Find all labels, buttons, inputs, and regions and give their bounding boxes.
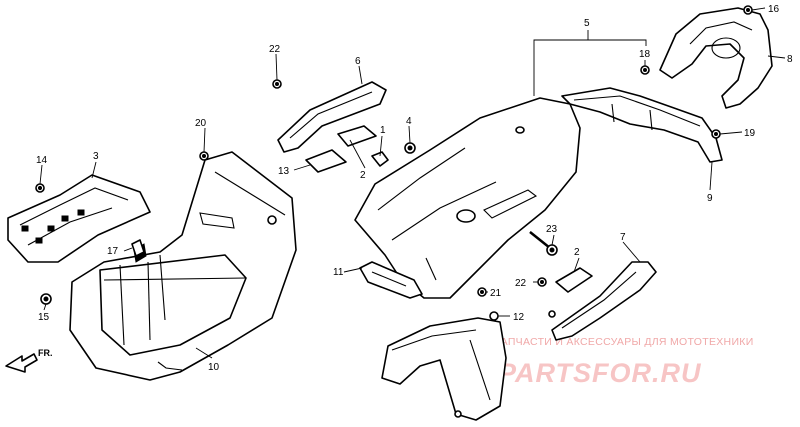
callout-12: 12	[513, 312, 525, 323]
callout-1: 1	[380, 125, 386, 136]
part-13-pad	[305, 149, 347, 173]
part-2-pad-upper	[337, 125, 377, 147]
callout-21: 21	[490, 288, 502, 299]
callout-11: 11	[333, 267, 344, 278]
callout-5: 5	[584, 18, 590, 29]
part-4-grommet	[404, 142, 416, 154]
callout-13: 13	[278, 166, 290, 177]
callout-10: 10	[208, 362, 220, 373]
direction-label: FR.	[38, 348, 53, 358]
watermark-brand: PARTSFOR.RU	[498, 358, 702, 388]
callout-19: 19	[744, 128, 756, 139]
callout-20: 20	[195, 118, 207, 129]
callout-22: 22	[269, 44, 281, 55]
part-6-trim	[277, 81, 387, 153]
watermark-caption: ЗАПЧАСТИ И АКСЕССУАРЫ ДЛЯ МОТОТЕХНИКИ	[494, 336, 754, 348]
callout-6: 6	[355, 56, 361, 67]
part-9-rear-frame	[561, 87, 723, 163]
callouts: 22 6 20 13 1 2 4 14 3 17 15 10 11 5 18 1…	[36, 4, 793, 373]
callout-14: 14	[36, 155, 48, 166]
part-19-nut	[711, 129, 721, 139]
watermark: ЗАПЧАСТИ И АКСЕССУАРЫ ДЛЯ МОТОТЕХНИКИ PA…	[494, 336, 754, 388]
part-7-trim	[548, 261, 657, 341]
part-8-tail-cowl	[659, 7, 773, 109]
callout-7: 7	[620, 232, 626, 243]
part-1-clip	[371, 151, 389, 167]
callout-9: 9	[707, 193, 713, 204]
part-12-rear-bracket	[381, 311, 507, 421]
part-22-clip	[272, 79, 282, 89]
part-5-cowl	[354, 97, 581, 299]
part-22-clip-lower	[537, 277, 547, 287]
part-18-clip	[640, 65, 650, 75]
callout-2-lower: 2	[574, 247, 580, 258]
part-2-pad-lower	[555, 267, 593, 293]
part-20-nut	[199, 151, 209, 161]
part-23-bolt	[529, 231, 558, 256]
front-direction-arrow-icon: FR.	[5, 348, 53, 373]
part-21-nut	[477, 287, 487, 297]
part-10-lower-cover	[69, 151, 297, 381]
callout-3: 3	[93, 151, 99, 162]
part-11-bracket	[359, 261, 423, 299]
callout-23: 23	[546, 224, 558, 235]
part-14-screw	[35, 183, 45, 193]
part-15-bolt	[40, 293, 52, 305]
callout-17: 17	[107, 246, 119, 257]
callout-16: 16	[768, 4, 780, 15]
callout-8: 8	[787, 54, 793, 65]
callout-15: 15	[38, 312, 50, 323]
callout-4: 4	[406, 116, 412, 127]
part-16-screw	[743, 5, 753, 15]
leader-lines	[39, 7, 786, 359]
callout-2-upper: 2	[360, 170, 366, 181]
part-17-clip	[131, 239, 145, 257]
callout-22-lower: 22	[515, 278, 527, 289]
part-3-bracket	[7, 174, 151, 263]
callout-18: 18	[639, 49, 651, 60]
